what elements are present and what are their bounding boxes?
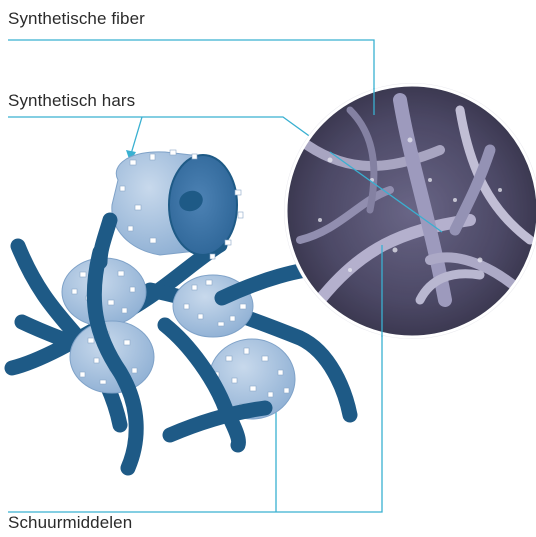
leader-line-synthetic-fiber — [8, 40, 374, 115]
microscope-photo — [284, 83, 536, 339]
leader-line-resin-blob — [131, 117, 142, 154]
fiber-strand-8 — [170, 408, 265, 435]
fiber-cylinder — [100, 150, 243, 262]
cylinder-stem — [100, 220, 110, 262]
